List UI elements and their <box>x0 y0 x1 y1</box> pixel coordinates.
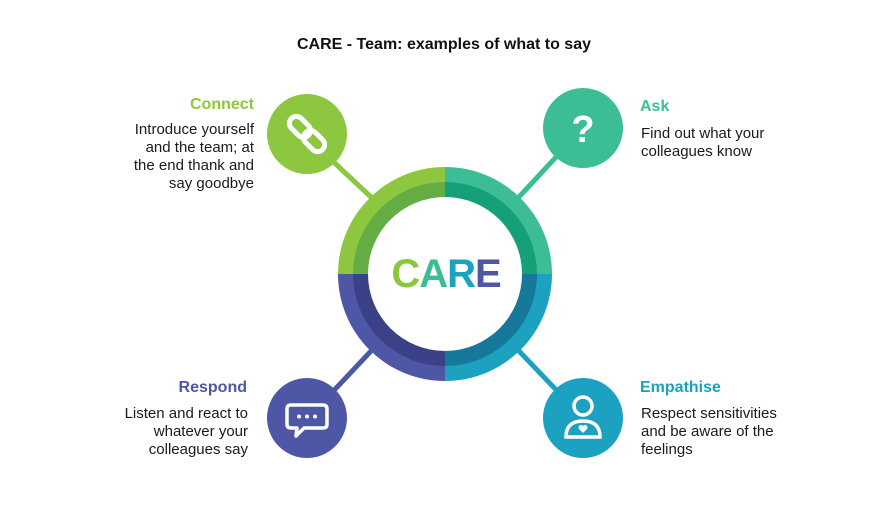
link-icon <box>286 113 328 155</box>
question-icon: ? <box>571 109 594 151</box>
center-letter-c: C <box>391 252 420 296</box>
empathise-label: Empathise <box>640 379 721 396</box>
connect-description: Introduce yourself and the team; at the … <box>133 121 254 192</box>
person-heart-icon <box>564 395 602 439</box>
respond-label: Respond <box>178 379 247 396</box>
ring-center <box>368 197 522 351</box>
connect-label: Connect <box>190 96 254 113</box>
chat-bubble-icon <box>285 403 329 438</box>
ask-icon-circle <box>543 88 623 168</box>
svg-text:?: ? <box>571 109 594 151</box>
empathise-icon-circle <box>543 378 623 458</box>
ask-description: Find out what your colleagues know <box>641 125 765 160</box>
center-letter-r: R <box>447 252 476 296</box>
empathise-description: Respect sensitivities and be aware of th… <box>641 405 777 458</box>
respond-description: Listen and react to whatever your collea… <box>124 405 248 458</box>
center-letter-e: E <box>474 252 502 296</box>
center-acronym: CARE <box>346 248 546 300</box>
diagram-title: CARE - Team: examples of what to say <box>297 36 591 53</box>
ask-label: Ask <box>640 98 670 115</box>
center-letter-a: A <box>419 252 448 296</box>
